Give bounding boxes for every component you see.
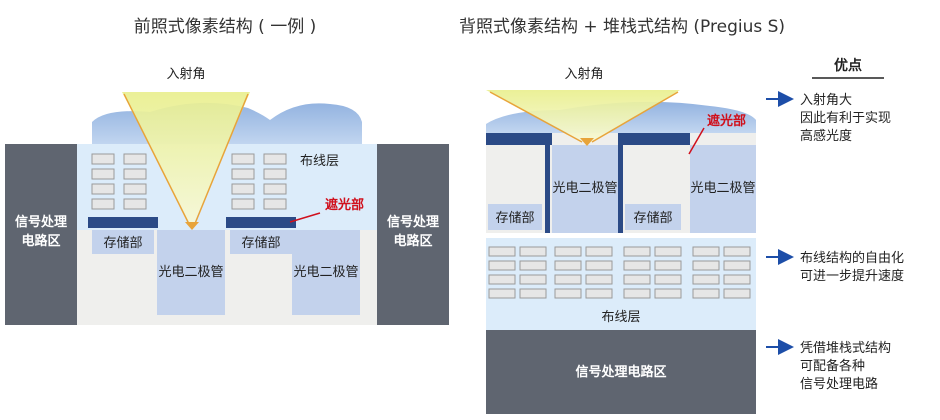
left-storage-2 [230,230,292,254]
right-signal-label: 信号处理电路区 [575,364,666,380]
advantage-1-line-1: 入射角大 [800,92,852,108]
left-signal-label-right-2: 电路区 [393,233,432,249]
left-wiring-group-2 [231,153,287,210]
right-wiring-label: 布线层 [601,310,640,325]
left-signal-label-left-2: 电路区 [21,233,60,249]
right-wiring-blocks [488,246,751,299]
left-photodiode-2 [292,230,360,315]
advantage-3-line-2: 可配备各种 [800,358,865,374]
right-signal-region [486,330,756,414]
left-signal-region-right [377,144,449,325]
left-ray-right [193,93,249,227]
advantage-2-line-2: 可进一步提升速度 [800,268,904,284]
left-ray-left [123,93,191,227]
right-incidence-label: 入射角 [564,66,603,82]
right-storage-2 [625,204,681,230]
right-shield-1 [486,133,552,145]
left-ray-tip [185,222,199,230]
advantage-3-line-1: 凭借堆栈式结构 [800,341,891,356]
left-signal-region-left [5,144,77,325]
left-storage-label-1: 存储部 [103,236,142,251]
advantage-2-line-1: 布线结构的自由化 [800,250,904,266]
left-shield-2 [226,217,296,228]
back-illuminated-stacked-diagram: 背照式像素结构 + 堆栈式结构 (Pregius S) 光电二极管 光电二极管 … [459,17,785,414]
right-ray-tip [580,138,594,146]
advantage-1-line-2: 因此有利于实现 [800,111,891,126]
advantages-heading: 优点 [834,57,862,74]
right-title: 背照式像素结构 + 堆栈式结构 (Pregius S) [459,17,785,37]
advantage-3-line-3: 信号处理电路 [800,376,878,392]
right-shield-pointer [688,127,705,155]
right-light-cone [486,90,680,144]
right-shield-2 [618,133,690,145]
advantage-1-line-3: 高感光度 [800,128,852,144]
left-light-cone [122,92,250,228]
right-photodiode-label-2: 光电二极管 [690,181,755,196]
right-storage-1 [488,204,542,230]
advantages-panel: 优点 入射角大 因此有利于实现 高感光度 布线结构的自由化 可进一步提升速度 凭… [766,57,904,392]
left-signal-label-right-1: 信号处理 [387,214,439,230]
left-shield-1 [88,217,158,228]
right-photodiode-1 [552,145,618,233]
left-shield-label: 遮光部 [325,197,364,213]
left-storage-1 [92,230,154,254]
left-signal-label-left-1: 信号处理 [15,214,67,230]
right-photodiode-label-1: 光电二极管 [552,181,617,196]
right-shield-wall-1 [545,145,550,233]
left-title: 前照式像素结构 ( 一例 ) [134,17,316,37]
right-ray-right [591,91,679,143]
right-photodiode-2 [690,145,756,233]
left-wiring-group-1 [91,153,147,210]
front-illuminated-diagram: 前照式像素结构 ( 一例 ) 信号处理 电路区 信号处理 电路区 [5,17,449,325]
left-wiring-label: 布线层 [300,154,339,169]
right-ray-left [489,91,583,143]
left-shield-pointer [289,212,321,223]
left-photodiode-1 [157,230,225,315]
left-photodiode-label-1: 光电二极管 [158,265,223,280]
right-shield-wall-2 [618,145,623,233]
right-storage-label-1: 存储部 [495,211,534,226]
left-incidence-label: 入射角 [166,66,205,82]
right-storage-label-2: 存储部 [633,211,672,226]
right-shield-label: 遮光部 [707,113,746,129]
left-photodiode-label-2: 光电二极管 [293,265,358,280]
left-storage-label-2: 存储部 [241,236,280,251]
